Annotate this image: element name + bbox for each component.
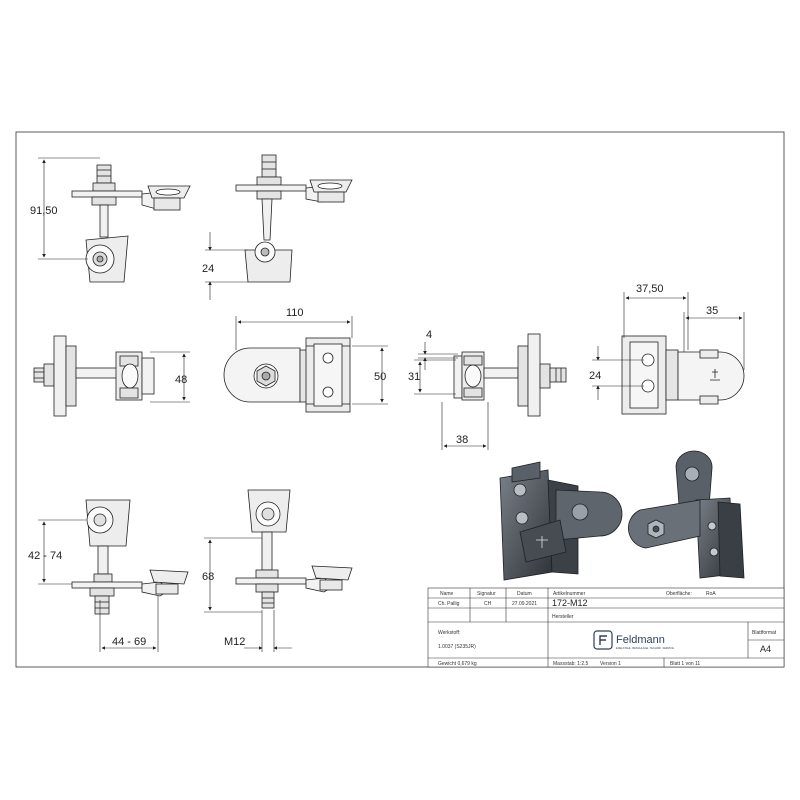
tb-value-blatt: Blatt 1 von 11 bbox=[670, 661, 700, 667]
tb-header-blattformat: Blattformat bbox=[752, 630, 777, 636]
view-side-left bbox=[71, 164, 191, 283]
render-isometric-left bbox=[499, 461, 623, 581]
dim-91-50 bbox=[38, 157, 100, 260]
view-front-left bbox=[33, 335, 155, 417]
dim-label-38: 38 bbox=[456, 434, 468, 446]
dim-24-top bbox=[205, 232, 248, 300]
tb-header-hersteller: Hersteller bbox=[552, 614, 574, 620]
dim-label-4: 4 bbox=[426, 329, 432, 341]
tb-value-name: Ch. Pallig bbox=[438, 601, 460, 607]
dim-label-50: 50 bbox=[374, 371, 386, 383]
tb-header-artikelnummer: Artikelnummer bbox=[553, 591, 586, 597]
tb-value-blattformat: A4 bbox=[760, 644, 771, 654]
brand-name: Feldmann bbox=[616, 634, 665, 646]
dim-label-24-top: 24 bbox=[202, 263, 214, 275]
view-top-right bbox=[621, 335, 745, 415]
tb-value-artikelnummer: 172-M12 bbox=[552, 598, 588, 608]
dim-label-37-50: 37,50 bbox=[636, 283, 664, 295]
tb-value-werkstoff: 1.0037 (S235JR) bbox=[438, 644, 476, 650]
dim-label-44-69: 44 - 69 bbox=[112, 636, 146, 648]
brand-tagline: EDELSTAHL, BESCHLÄGE, TECHNIK, SERVICE bbox=[616, 646, 674, 650]
view-side-bottom-left bbox=[71, 499, 189, 615]
dim-label-91-50: 91,50 bbox=[30, 205, 58, 217]
drawing-frame bbox=[15, 131, 785, 668]
render-isometric-right bbox=[628, 450, 745, 579]
dim-35 bbox=[683, 312, 745, 370]
tb-value-datum: 27.09.2021 bbox=[512, 601, 537, 607]
view-side-center bbox=[235, 154, 353, 283]
tb-value-version: Version 1 bbox=[600, 661, 621, 667]
tb-header-datum: Datum bbox=[517, 591, 532, 597]
dim-m12 bbox=[244, 610, 292, 652]
dim-37-50 bbox=[623, 292, 689, 350]
dim-label-m12: M12 bbox=[224, 636, 245, 648]
feldmann-logo: Feldmann EDELSTAHL, BESCHLÄGE, TECHNIK, … bbox=[593, 630, 674, 650]
tb-header-werkstoff: Werkstoff: bbox=[438, 630, 460, 636]
dim-24-right bbox=[592, 346, 644, 400]
tb-header-name: Name bbox=[440, 591, 454, 597]
dim-31 bbox=[414, 359, 456, 395]
tb-header-oberflaeche: Oberfläche: bbox=[666, 591, 692, 597]
dim-label-31: 31 bbox=[408, 371, 420, 383]
title-block-grid bbox=[427, 587, 785, 668]
tb-value-signatur: CH bbox=[484, 601, 492, 607]
dim-50 bbox=[352, 345, 388, 405]
dim-110 bbox=[235, 316, 353, 350]
dim-label-48: 48 bbox=[175, 374, 187, 386]
dim-68 bbox=[204, 537, 262, 613]
dim-48 bbox=[150, 351, 190, 403]
dim-label-42-74: 42 - 74 bbox=[28, 550, 62, 562]
view-side-bottom-center bbox=[235, 489, 353, 609]
view-top-center bbox=[223, 337, 351, 413]
tb-value-massstab: Massstab: 1:2.5 bbox=[553, 661, 589, 667]
tb-header-signatur: Signatur bbox=[477, 591, 496, 597]
dim-label-68: 68 bbox=[202, 571, 214, 583]
dim-label-24-right: 24 bbox=[589, 370, 601, 382]
dim-4 bbox=[418, 342, 458, 370]
tb-value-oberflaeche: RoA bbox=[706, 591, 716, 597]
dim-38 bbox=[441, 402, 489, 450]
tb-value-gewicht: Gewicht 0,679 kg bbox=[438, 661, 477, 667]
dim-42-74 bbox=[38, 519, 86, 585]
dim-label-35: 35 bbox=[706, 305, 718, 317]
dim-label-110: 110 bbox=[286, 307, 304, 319]
dim-44-69 bbox=[99, 596, 159, 652]
view-front-right bbox=[453, 333, 567, 417]
